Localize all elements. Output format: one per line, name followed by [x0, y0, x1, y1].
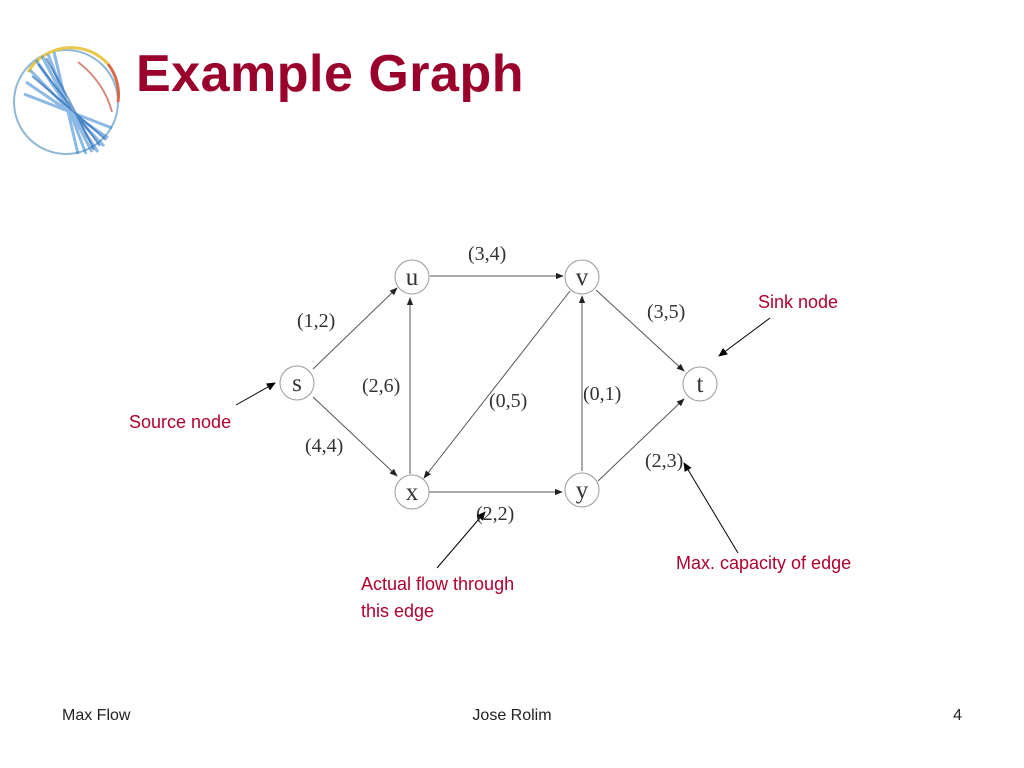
edge-s-x — [312, 396, 398, 477]
sink-node-annotation: Sink node — [758, 292, 838, 312]
edge-v-x — [423, 290, 571, 479]
node-label-v: v — [576, 264, 589, 291]
flow-annotation-arrow — [436, 511, 486, 569]
node-y: y — [564, 472, 600, 508]
edge-label-s-x: (4,4) — [305, 435, 343, 457]
sink-annotation-arrow — [718, 317, 771, 357]
node-label-y: y — [576, 477, 589, 504]
edge-label-x-y: (2,2) — [476, 503, 514, 525]
edge-label-y-v: (0,1) — [583, 383, 621, 405]
circular-network-logo-icon — [8, 42, 128, 158]
edge-label-y-t: (2,3) — [645, 450, 683, 472]
edge-label-x-u: (2,6) — [362, 375, 400, 397]
node-x: x — [394, 474, 430, 510]
node-t: t — [682, 366, 718, 402]
actual-flow-annotation-line1: Actual flow through — [361, 574, 514, 594]
edge-y-t — [597, 398, 685, 482]
edge-label-u-v: (3,4) — [468, 243, 506, 265]
max-capacity-annotation: Max. capacity of edge — [676, 553, 851, 573]
source-annotation-arrow — [235, 382, 276, 406]
node-label-s: s — [292, 370, 302, 397]
node-label-t: t — [697, 371, 704, 398]
slide-title: Example Graph — [136, 45, 524, 103]
node-u: u — [394, 259, 430, 295]
footer-author: Jose Rolim — [472, 707, 552, 724]
node-v: v — [564, 259, 600, 295]
slide-number: 4 — [953, 707, 962, 724]
edge-v-t — [595, 289, 685, 372]
capacity-annotation-arrow — [683, 462, 739, 554]
node-label-x: x — [406, 479, 419, 506]
edge-label-s-u: (1,2) — [297, 310, 335, 332]
edge-s-u — [312, 287, 398, 370]
edge-label-v-x: (0,5) — [489, 390, 527, 412]
footer-left-text: Max Flow — [62, 707, 131, 724]
node-s: s — [279, 365, 315, 401]
edge-label-v-t: (3,5) — [647, 301, 685, 323]
actual-flow-annotation-line2: this edge — [361, 601, 434, 621]
node-label-u: u — [406, 264, 419, 291]
source-node-annotation: Source node — [129, 412, 231, 432]
